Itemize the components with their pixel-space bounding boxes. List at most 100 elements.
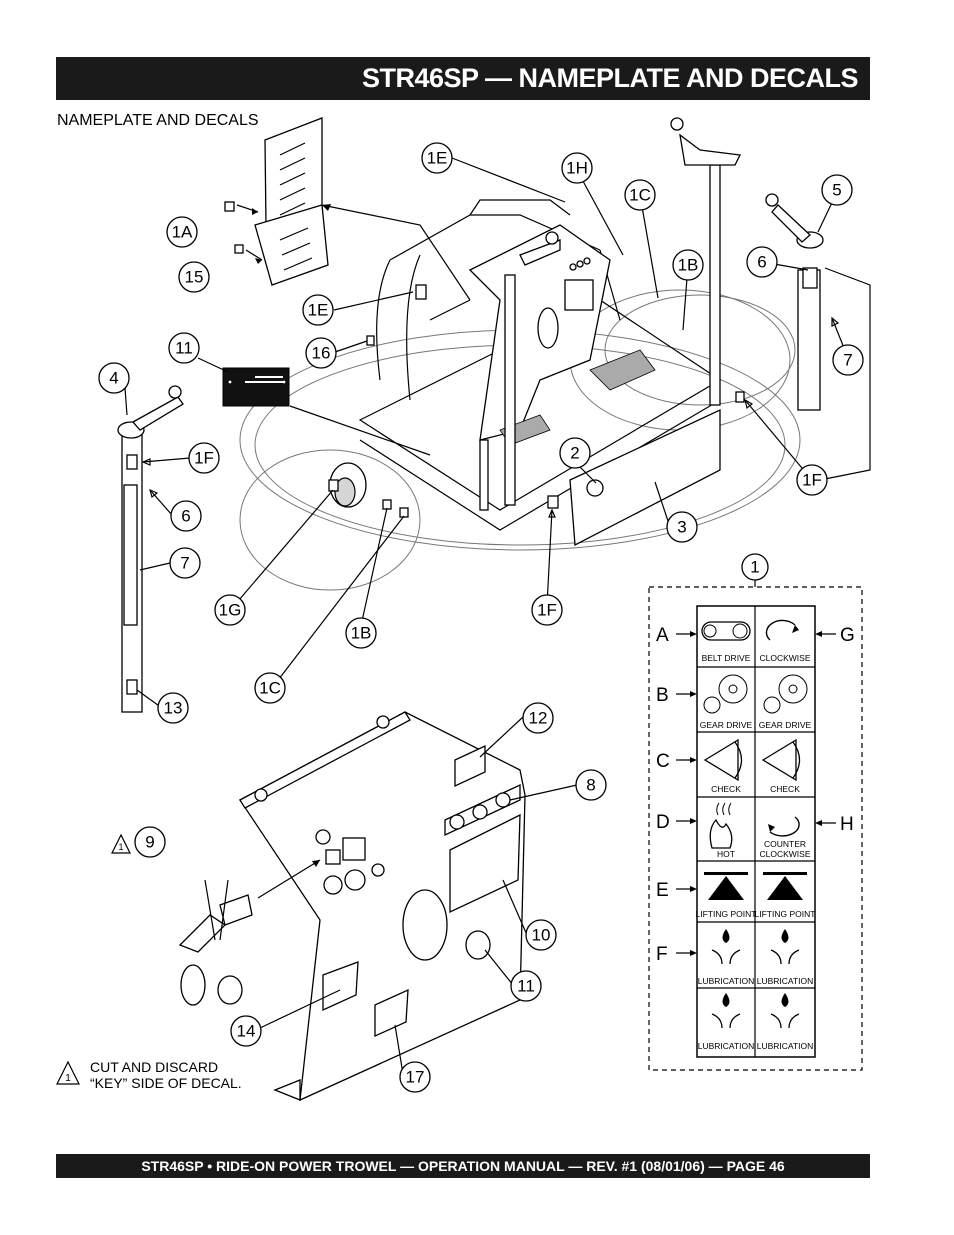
decal-label-lifting-point-right: LIFTING POINT [755, 909, 816, 919]
svg-text:1G: 1G [219, 601, 242, 620]
callout-1b-top: 1B [672, 249, 704, 281]
nameplate-illustration [222, 367, 290, 407]
decal-label-lubrication-1: LUBRICATION [698, 976, 755, 986]
svg-text:1: 1 [118, 842, 123, 852]
row-letter-f: F [656, 944, 668, 965]
row-letter-c: C [656, 751, 670, 772]
note-marker-triangle-9: 1 [111, 833, 131, 854]
decal-label-hot: HOT [717, 849, 735, 859]
left-steering-column-illustration [117, 385, 184, 713]
callout-1e-top: 1E [421, 142, 453, 174]
callout-4: 4 [98, 362, 130, 394]
callout-1-decals: 1 [741, 553, 769, 581]
svg-text:2: 2 [570, 444, 579, 463]
svg-text:1: 1 [65, 1073, 71, 1084]
callouts: 1E 1H 1C 1B 5 6 7 1A 15 1E 16 11 4 1F 6 … [98, 142, 864, 1093]
callout-10: 10 [525, 919, 557, 951]
callout-3: 3 [666, 511, 698, 543]
svg-text:11: 11 [175, 339, 193, 358]
callout-1h: 1H [561, 152, 593, 184]
callout-1a: 1A [166, 216, 198, 248]
page-title: STR46SP — NAMEPLATE AND DECALS [361, 63, 859, 93]
svg-text:1C: 1C [629, 186, 651, 205]
decal-label-counter: COUNTER [764, 839, 806, 849]
row-letter-a: A [656, 625, 669, 646]
scissors-decal-illustration [178, 859, 321, 1006]
decal-sheet: BELT DRIVE CLOCKWISE GEAR DRIVE GEAR DRI… [648, 586, 863, 1071]
decal-label-lifting-point-left: LIFTING POINT [696, 909, 757, 919]
callout-7-right: 7 [832, 344, 864, 376]
callout-1b-bottom: 1B [345, 617, 377, 649]
svg-text:4: 4 [109, 369, 118, 388]
callout-11-top: 11 [168, 332, 200, 364]
row-letter-e: E [656, 880, 669, 901]
svg-text:12: 12 [529, 709, 548, 728]
note-line-2: “KEY” SIDE OF DECAL. [90, 1075, 242, 1091]
callout-14: 14 [230, 1015, 262, 1047]
decal-label-clockwise: CLOCKWISE [759, 653, 810, 663]
row-letter-h: H [840, 814, 854, 835]
callout-5: 5 [821, 174, 853, 206]
leader-lines [124, 157, 849, 1075]
callout-6-left: 6 [170, 500, 202, 532]
svg-text:14: 14 [237, 1022, 256, 1041]
footer-text: STR46SP • RIDE-ON POWER TROWEL — OPERATI… [141, 1158, 785, 1174]
callout-11-bottom: 11 [510, 970, 542, 1002]
decal-label-check-left: CHECK [711, 784, 741, 794]
svg-text:6: 6 [181, 507, 190, 526]
callout-1f-right: 1F [796, 464, 828, 496]
svg-text:1: 1 [750, 558, 759, 577]
svg-text:9: 9 [145, 833, 154, 852]
note-line-1: CUT AND DISCARD [90, 1059, 219, 1075]
decal-label-belt-drive: BELT DRIVE [702, 653, 751, 663]
trowel-machine-illustration [239, 117, 801, 591]
page-footer: STR46SP • RIDE-ON POWER TROWEL — OPERATI… [56, 1154, 870, 1178]
decal-label-lubrication-3: LUBRICATION [698, 1041, 755, 1051]
svg-text:1F: 1F [537, 601, 557, 620]
svg-text:7: 7 [180, 554, 189, 573]
svg-text:1H: 1H [566, 159, 588, 178]
decal-label-lubrication-2: LUBRICATION [757, 976, 814, 986]
svg-text:1B: 1B [351, 624, 372, 643]
row-letter-g: G [840, 625, 855, 646]
callout-15: 15 [178, 261, 210, 293]
svg-text:1E: 1E [308, 301, 329, 320]
svg-text:5: 5 [832, 181, 841, 200]
callout-6-right: 6 [746, 246, 778, 278]
svg-text:17: 17 [406, 1068, 425, 1087]
svg-text:16: 16 [312, 344, 331, 363]
decal-label-counter-clockwise: CLOCKWISE [759, 849, 810, 859]
svg-text:1A: 1A [172, 223, 193, 242]
svg-text:1C: 1C [259, 679, 281, 698]
svg-text:10: 10 [532, 926, 551, 945]
svg-text:13: 13 [164, 699, 183, 718]
svg-text:8: 8 [586, 776, 595, 795]
note-marker-triangle: 1 [56, 1060, 80, 1085]
callout-17: 17 [399, 1061, 431, 1093]
callout-16: 16 [305, 337, 337, 369]
callout-2: 2 [559, 437, 591, 469]
svg-text:1B: 1B [678, 256, 699, 275]
decal-label-lubrication-4: LUBRICATION [757, 1041, 814, 1051]
row-letter-d: D [656, 812, 670, 833]
row-letter-b: B [656, 685, 669, 706]
right-steering-column-illustration [765, 193, 871, 481]
svg-text:1F: 1F [194, 449, 214, 468]
svg-text:1F: 1F [802, 471, 822, 490]
callout-1c-bottom: 1C [254, 672, 286, 704]
svg-text:7: 7 [843, 351, 852, 370]
decal-label-gear-drive-left: GEAR DRIVE [700, 720, 753, 730]
callout-7-left: 7 [169, 547, 201, 579]
svg-text:1E: 1E [427, 149, 448, 168]
callout-8: 8 [575, 769, 607, 801]
callout-1e-mid: 1E [302, 294, 334, 326]
callout-12: 12 [522, 702, 554, 734]
svg-text:3: 3 [677, 518, 686, 537]
callout-1f-bottom: 1F [531, 594, 563, 626]
svg-text:6: 6 [757, 253, 766, 272]
decal-label-gear-drive-right: GEAR DRIVE [759, 720, 812, 730]
callout-13: 13 [157, 692, 189, 724]
figure-subtitle: NAMEPLATE AND DECALS [57, 112, 259, 129]
callout-9: 9 [134, 826, 166, 858]
callout-1g: 1G [214, 594, 246, 626]
